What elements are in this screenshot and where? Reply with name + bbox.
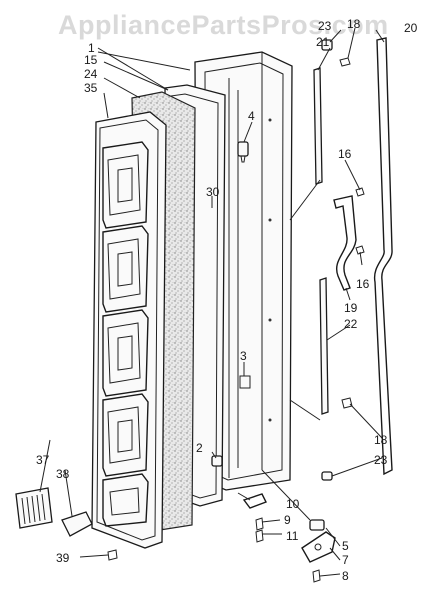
callout-24: 24 (84, 67, 98, 81)
callout-10: 10 (286, 497, 300, 511)
hinge-plate (301, 519, 336, 563)
callout-2: 2 (196, 441, 203, 455)
small-fasteners (107, 39, 365, 583)
callout-18-bottom: 18 (374, 433, 388, 447)
callout-23-bottom: 23 (374, 453, 388, 467)
hinge-strip-upper (313, 67, 323, 185)
door-shelves (102, 141, 149, 527)
gasket-rail (373, 37, 393, 476)
kick-plate (15, 487, 53, 529)
callout-1: 1 (88, 41, 95, 55)
callout-18-top: 18 (347, 17, 361, 31)
handle-bracket (333, 195, 357, 291)
callout-4: 4 (248, 109, 255, 123)
leader-lines (39, 27, 385, 577)
callout-5: 5 (342, 539, 349, 553)
callout-9: 9 (284, 513, 291, 527)
callout-16-upper: 16 (338, 147, 352, 161)
callout-8: 8 (342, 569, 349, 583)
callout-15: 15 (84, 53, 98, 67)
kick-bracket (61, 511, 93, 537)
callout-7: 7 (342, 553, 349, 567)
callout-11: 11 (286, 529, 299, 543)
callout-19: 19 (344, 301, 358, 315)
callout-3: 3 (240, 349, 247, 363)
callout-23-top: 23 (318, 19, 332, 33)
callout-37: 37 (36, 453, 50, 467)
callout-20: 20 (404, 21, 418, 35)
callout-numbers: 1 2 3 4 5 7 8 9 10 11 15 16 16 18 18 19 … (36, 17, 418, 583)
watermark: AppliancePartsPros.com (58, 10, 389, 40)
callout-35: 35 (84, 81, 98, 95)
callout-21: 21 (316, 35, 330, 49)
callout-39: 39 (56, 551, 70, 565)
callout-16-lower: 16 (356, 277, 370, 291)
callout-22: 22 (344, 317, 358, 331)
hinge-strip-lower (319, 277, 329, 415)
callout-38: 38 (56, 467, 70, 481)
callout-30: 30 (206, 185, 220, 199)
